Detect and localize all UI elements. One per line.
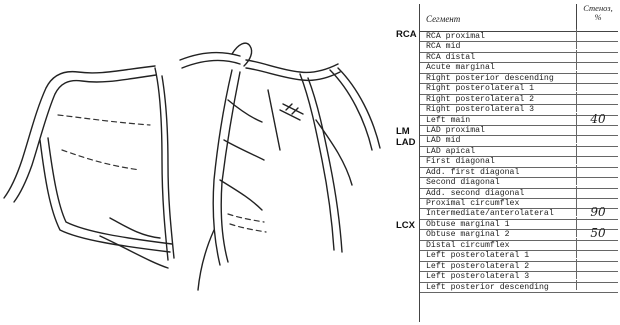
segment-name: RCA mid [426, 42, 460, 52]
stenosis-value[interactable] [576, 186, 619, 196]
stenosis-table: Сегмент Стеноз, % RCA proximalRCA midRCA… [419, 4, 618, 322]
vessel-rca-distal-2 [110, 218, 160, 238]
group-label: LCX [396, 221, 415, 231]
segment-name: Left posterolateral 2 [426, 262, 529, 272]
vessel-om-2-inner [338, 68, 380, 148]
segment-name: Second diagonal [426, 178, 500, 188]
group-label: LM [396, 127, 410, 137]
vessel-lad-apical-branch [198, 230, 214, 290]
group-labels: RCA LM LAD LCX [394, 0, 418, 325]
segment-name: Distal circumflex [426, 241, 510, 251]
vessel-diag-3 [220, 180, 262, 210]
stenosis-value[interactable] [576, 280, 619, 290]
vessel-om-1 [316, 120, 352, 185]
header-segment: Сегмент [426, 14, 460, 24]
segment-name: Left main [426, 116, 470, 126]
vessel-om-2 [330, 70, 372, 150]
stenosis-value[interactable] [576, 269, 619, 279]
stenosis-value[interactable] [576, 175, 619, 185]
header-stenosis: Стеноз, % [576, 4, 619, 31]
segment-name: Right posterior descending [426, 74, 554, 84]
segment-name: RCA proximal [426, 32, 485, 42]
collateral-dashed-3 [228, 214, 264, 222]
segment-name: Obtuse marginal 1 [426, 220, 510, 230]
segment-name: Acute marginal [426, 63, 495, 73]
vessel-aorta-top-inner [182, 61, 240, 68]
stenosis-value[interactable] [576, 123, 619, 133]
vessel-rca-distal-3b [162, 76, 174, 258]
table-rows: RCA proximalRCA midRCA distalAcute margi… [420, 32, 618, 293]
group-label: LAD [396, 138, 416, 148]
table-header: Сегмент Стеноз, % [420, 4, 618, 32]
vessel-lm-inner [246, 68, 340, 80]
collateral-dashed-4 [230, 224, 266, 232]
stenosis-value[interactable] [576, 259, 619, 269]
stenosis-value[interactable] [576, 154, 619, 164]
stenosis-value[interactable] [576, 81, 619, 91]
header-stenosis-line2: % [577, 13, 619, 22]
vessel-rca-lower [40, 140, 170, 252]
vessel-ramus [268, 90, 280, 150]
stenosis-value[interactable]: 40 [576, 113, 619, 123]
vessel-lcx-inner [308, 78, 342, 252]
stenosis-value[interactable] [576, 102, 619, 112]
collateral-dashed-2 [62, 150, 140, 170]
segment-name: Right posterolateral 2 [426, 95, 534, 105]
segment-name: Right posterolateral 1 [426, 84, 534, 94]
segment-name: Intermediate/anterolateral [426, 209, 554, 219]
segment-name: Add. first diagonal [426, 168, 519, 178]
table-row: Left posterior descending [420, 283, 618, 293]
segment-name: Right posterolateral 3 [426, 105, 534, 115]
segment-name: Left posterolateral 1 [426, 251, 529, 261]
segment-name: LAD apical [426, 147, 475, 157]
vessel-rca-distal-3 [155, 68, 168, 260]
segment-name: Proximal circumflex [426, 199, 519, 209]
stenosis-value[interactable] [576, 238, 619, 248]
vessel-rca-main-inner [14, 75, 156, 202]
stenosis-value[interactable] [576, 133, 619, 143]
stenosis-value[interactable] [576, 71, 619, 81]
stenosis-value[interactable]: 90 [576, 206, 619, 216]
stenosis-value[interactable] [576, 165, 619, 175]
segment-name: Add. second diagonal [426, 189, 524, 199]
collateral-dashed-1 [58, 115, 150, 125]
vessel-lad-inner [221, 72, 240, 262]
vessel-aorta-top [180, 53, 240, 60]
stenosis-value[interactable]: 50 [576, 227, 619, 237]
segment-name: RCA distal [426, 53, 475, 63]
stenosis-value[interactable] [576, 60, 619, 70]
vessel-diag-2 [224, 140, 264, 160]
stenosis-value[interactable] [576, 39, 619, 49]
segment-name: Left posterolateral 3 [426, 272, 529, 282]
stenosis-value[interactable] [576, 92, 619, 102]
segment-name: LAD proximal [426, 126, 485, 136]
stenosis-value[interactable] [576, 248, 619, 258]
segment-name: First diagonal [426, 157, 495, 167]
segment-name: Left posterior descending [426, 283, 549, 293]
stenosis-value[interactable] [576, 29, 619, 39]
coronary-artery-sketch [0, 0, 395, 325]
group-label: RCA [396, 30, 417, 40]
segment-name: LAD mid [426, 136, 460, 146]
stenosis-value[interactable] [576, 50, 619, 60]
segment-name: Obtuse marginal 2 [426, 230, 510, 240]
stenosis-value[interactable] [576, 144, 619, 154]
vessel-stenosis-segment [280, 104, 303, 120]
vessel-rca-distal-1 [100, 236, 168, 268]
vessel-rca-lower-inner [48, 138, 172, 244]
